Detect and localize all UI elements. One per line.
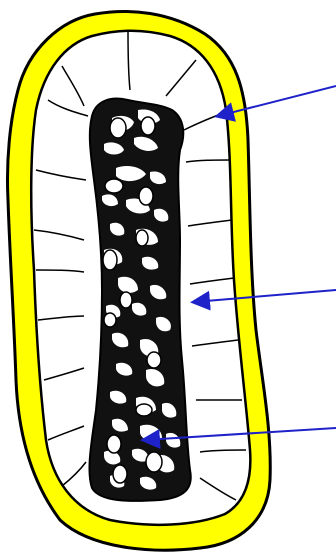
cross-section-diagram: [0, 0, 336, 560]
diagram-canvas: [0, 0, 336, 560]
